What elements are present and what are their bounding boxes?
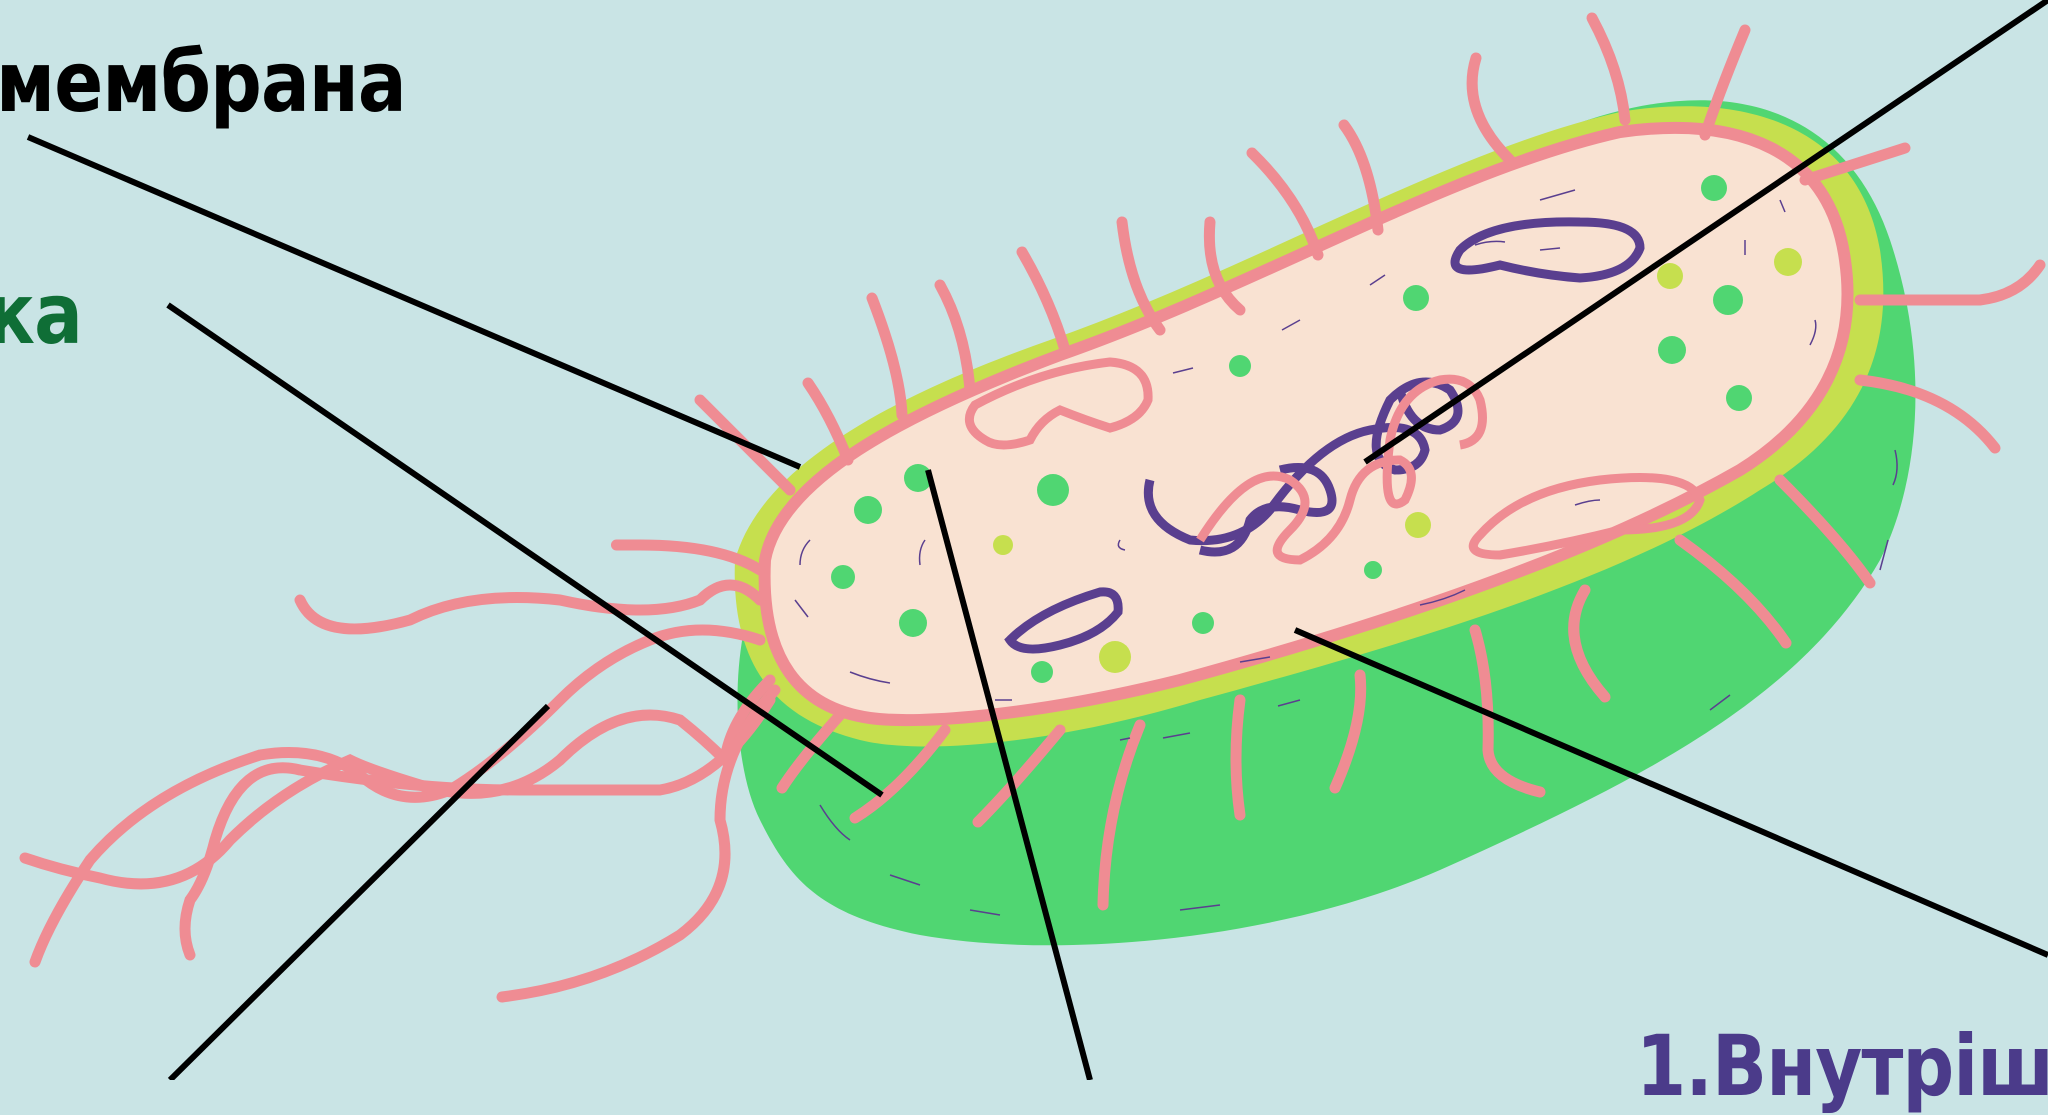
bacterium-diagram: [0, 0, 2048, 1080]
label-cell-wall-fragment: ка: [0, 272, 82, 356]
label-membrane: мембрана: [0, 40, 406, 124]
flagella: [25, 545, 775, 997]
label-inner-fragment: 1.Внутріш: [1636, 1024, 2048, 1108]
pointer-line-membrane: [28, 137, 800, 467]
